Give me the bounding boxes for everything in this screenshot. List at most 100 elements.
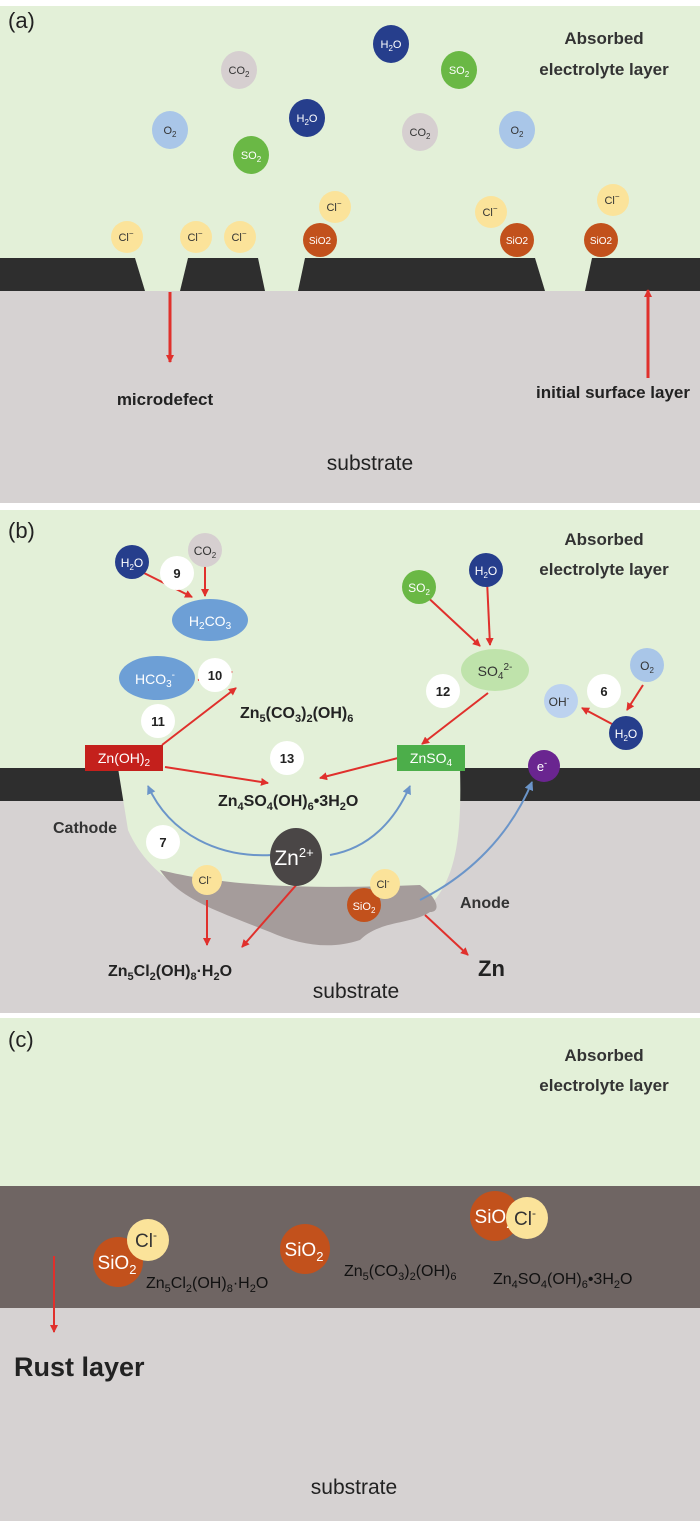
so4-species: SO42- [461,649,529,691]
svg-text:SiO2: SiO2 [506,236,529,247]
zn-label: Zn [478,956,505,981]
svg-text:Cl−: Cl− [187,229,202,244]
svg-text:Cl-: Cl- [514,1206,536,1230]
chloride-ion: Cl− [111,221,143,253]
svg-text:SiO2: SiO2 [309,236,332,247]
chloride-ion: Cl- [506,1197,548,1239]
product-zn5co3: Zn5(CO3)2(OH)6 [240,705,353,725]
surface-layer-segment [180,258,265,291]
silica-particle: SiO2 [470,1191,520,1241]
rust-layer-label: Rust layer [14,1352,145,1382]
svg-text:Cl−: Cl− [482,204,497,219]
chloride-ion: Cl- [370,869,400,899]
hydroxide-ion: OH- [544,684,578,718]
electrolyte-label-line1: Absorbed [564,1046,643,1065]
svg-text:H2O: H2O [615,727,637,743]
svg-text:Zn2+: Zn2+ [274,845,313,870]
svg-text:O2: O2 [640,659,654,675]
product-zn4so4: Zn4SO4(OH)6•3H2O [218,793,358,813]
svg-text:7: 7 [159,835,166,850]
molecule-co2: CO2 [221,51,257,89]
initial-surface-label: initial surface layer [536,383,690,402]
molecule-h2o: H2O [289,99,325,137]
panel-tag: (b) [8,518,35,543]
svg-text:SiO2: SiO2 [353,901,376,915]
chloride-ion: Cl− [597,184,629,216]
h2o-molecule: H2O [609,716,643,750]
substrate-label: substrate [327,452,413,475]
so2-molecule: SO2 [402,570,436,604]
microdefect-label: microdefect [117,390,214,409]
molecule-h2o: H2O [373,25,409,63]
co2-molecule: CO2 [188,533,222,567]
electrolyte-label-line2: electrolyte layer [539,1076,669,1095]
silica-particle: SiO2 [500,223,534,257]
svg-text:SO2: SO2 [241,150,262,164]
molecule-so2: SO2 [441,51,477,89]
svg-text:Cl-: Cl- [198,873,211,887]
svg-text:H2O: H2O [121,556,143,572]
svg-text:9: 9 [173,566,180,581]
h2co3-species: H2CO3 [172,599,248,641]
panel-tag: (c) [8,1027,34,1052]
svg-text:SO2: SO2 [408,581,430,597]
silica-particle: SiO2 [303,223,337,257]
substrate-label: substrate [311,1476,397,1499]
svg-text:O2: O2 [163,125,177,139]
svg-text:O2: O2 [510,125,524,139]
hco3-species: HCO3- [119,656,195,700]
molecule-o2: O2 [152,111,188,149]
substrate-label: substrate [313,980,399,1003]
svg-text:Zn(OH)2: Zn(OH)2 [98,750,151,769]
znso4-box: ZnSO4 [397,745,465,771]
product-zn5co3: Zn5(CO3)2(OH)6 [344,1263,456,1283]
h2o-molecule: H2O [115,545,149,579]
svg-text:11: 11 [151,714,165,729]
svg-text:CO2: CO2 [229,65,251,79]
svg-text:CO2: CO2 [194,544,217,560]
panel-tag: (a) [8,8,35,33]
svg-text:ZnSO4: ZnSO4 [410,750,453,769]
chloride-ion: Cl− [475,196,507,228]
silica-particle: SiO2 [584,223,618,257]
svg-text:Cl-: Cl- [135,1228,157,1252]
electron: e- [528,750,560,782]
svg-text:H2O: H2O [297,113,318,127]
silica-particle: SiO2 [347,888,381,922]
chloride-ions: Cl− Cl− Cl− Cl− Cl− Cl− [111,184,629,253]
znoh2-box: Zn(OH)2 [85,745,163,771]
svg-text:Cl−: Cl− [231,229,246,244]
svg-text:CO2: CO2 [410,127,432,141]
svg-text:Cl−: Cl− [118,229,133,244]
molecule-so2: SO2 [233,136,269,174]
chloride-ion: Cl- [127,1219,169,1261]
product-zn5cl2: Zn5Cl2(OH)8·H2O [108,963,232,983]
svg-text:Cl-: Cl- [376,877,389,891]
product-zn4so4: Zn4SO4(OH)6•3H2O [493,1271,632,1291]
svg-text:SiO2: SiO2 [285,1240,324,1264]
svg-text:6: 6 [600,684,607,699]
svg-text:OH-: OH- [549,694,570,709]
electrolyte-label-line2: electrolyte layer [539,560,669,579]
svg-text:Cl−: Cl− [604,192,619,207]
svg-text:12: 12 [436,684,450,699]
zinc-ion: Zn2+ [270,828,322,886]
o2-molecule: O2 [630,648,664,682]
svg-text:H2O: H2O [475,564,497,580]
electrolyte-region [0,1018,700,1186]
svg-text:13: 13 [280,751,294,766]
svg-text:e-: e- [537,758,547,774]
svg-text:10: 10 [208,668,222,683]
surface-layer-segment [298,258,545,291]
chloride-ion: Cl− [319,191,351,223]
svg-text:Cl−: Cl− [326,199,341,214]
svg-text:SO42-: SO42- [478,662,513,682]
svg-text:H2CO3: H2CO3 [189,613,232,632]
svg-text:SiO2: SiO2 [590,236,613,247]
electrolyte-label-line1: Absorbed [564,530,643,549]
anode-label: Anode [460,895,510,912]
ion-migration-arrows [147,781,534,901]
